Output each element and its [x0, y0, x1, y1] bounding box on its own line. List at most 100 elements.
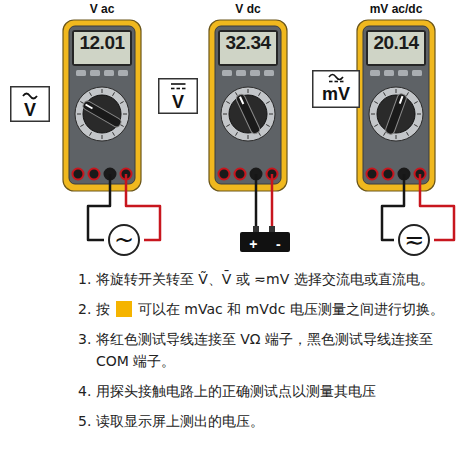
- dial-tick: [113, 132, 115, 135]
- symbol-frame: [313, 71, 360, 108]
- pointer-mark: [240, 97, 243, 104]
- dc-dash: [177, 88, 181, 90]
- dial-tick: [259, 92, 261, 95]
- battery-body: [240, 232, 290, 252]
- symbol-text: V: [158, 78, 198, 113]
- dial-tick: [414, 125, 417, 127]
- knob-pointer: [385, 93, 408, 136]
- function-symbol-box: V: [158, 78, 198, 114]
- instruction-text: 5. 读取显示屏上测出的电压。: [78, 413, 264, 429]
- instruction-text: 可以在 mVac 和 mVdc 电压测量之间进行切换。: [138, 301, 444, 317]
- meter-button: [236, 70, 246, 76]
- display-reading: 12.01: [62, 32, 142, 64]
- mode-heading: mV ac/dc: [356, 2, 436, 18]
- meter-drawing: [62, 2, 142, 192]
- mode-heading: V ac: [62, 2, 142, 18]
- function-symbol-box: V: [10, 86, 50, 122]
- test-lead-wire: [88, 192, 110, 240]
- battery: +-: [240, 226, 290, 252]
- pointer-bar: [82, 100, 123, 129]
- dial-tick: [374, 102, 377, 104]
- dial-tick: [371, 114, 375, 115]
- acdc-source-circle: ≂: [394, 224, 434, 256]
- dial-tick: [223, 114, 227, 115]
- instruction-step: 1. 将旋转开关转至 Ṽ、V̄ 或 ≂mV 选择交流电或直流电。: [78, 268, 468, 290]
- lead-stub: [125, 174, 128, 192]
- instruction-text: 2. 按: [78, 301, 110, 317]
- input-terminal: [73, 169, 84, 180]
- lead-stub: [419, 174, 422, 192]
- dial-tick: [248, 135, 249, 139]
- instruction-step: 4. 用探头接触电路上的正确测试点以测量其电压: [78, 380, 468, 402]
- polarity-mark: +: [249, 236, 257, 252]
- pointer-mark: [400, 96, 403, 104]
- lead-stub: [271, 174, 274, 192]
- lead-stub: [403, 174, 406, 192]
- lead-stub: [109, 174, 112, 192]
- dial-tick: [417, 114, 421, 115]
- meter-button: [384, 70, 394, 76]
- meter-button: [90, 70, 100, 76]
- ac-source-circle: ~: [104, 224, 144, 256]
- multimeter: V ac 12.01: [62, 2, 142, 192]
- yellow-button-swatch: [116, 301, 132, 317]
- dial-tick: [226, 102, 229, 104]
- lead-stub: [255, 174, 258, 192]
- test-lead-wire: [271, 192, 274, 226]
- source-symbol: ≂: [394, 224, 434, 256]
- instruction-list: 1. 将旋转开关转至 Ṽ、V̄ 或 ≂mV 选择交流电或直流电。 2. 按 可以在 …: [78, 268, 468, 440]
- instruction-text: 4. 用探头接触电路上的正确测试点以测量其电压: [78, 383, 376, 399]
- dial-tick: [266, 102, 269, 104]
- dial-tick: [266, 125, 269, 127]
- dial-tick: [414, 102, 417, 104]
- meter-drawing: [356, 2, 436, 192]
- knob-pointer: [235, 93, 261, 135]
- meter-button: [412, 70, 422, 76]
- display-reading: 32.34: [208, 32, 288, 64]
- dial-tick: [80, 125, 83, 127]
- instruction-step: 5. 读取显示屏上测出的电压。: [78, 410, 468, 432]
- instruction-text: 3. 将红色测试导线连接至 VΩ 端子，黑色测试导线连接至 COM 端子。: [78, 331, 433, 369]
- dial-tick: [102, 89, 103, 93]
- dial-tick: [90, 92, 92, 95]
- instruction-step: 2. 按 可以在 mVac 和 mVdc 电压测量之间进行切换。: [78, 298, 468, 320]
- dial-tick: [396, 135, 397, 139]
- symbol-frame: [11, 87, 50, 122]
- dial-tick: [269, 114, 273, 115]
- meter-holster: [357, 20, 435, 191]
- meter-holster: [209, 20, 287, 191]
- dial-tick: [226, 125, 229, 127]
- dial-tick: [407, 92, 409, 95]
- dc-dash: [340, 81, 344, 83]
- dc-bar: [171, 83, 186, 85]
- pointer-bar: [385, 93, 408, 136]
- input-terminal: [235, 169, 246, 180]
- meter-button: [118, 70, 128, 76]
- symbol-text: V: [10, 86, 50, 121]
- dial-tick: [123, 114, 127, 115]
- dial-tick: [384, 92, 386, 95]
- battery-post: [269, 226, 275, 233]
- ac-tilde: [23, 94, 37, 99]
- knob-pointer: [82, 100, 123, 129]
- meter-drawing: [208, 2, 288, 192]
- ac-tilde: [329, 75, 343, 80]
- multimeter: mV ac/dc20.14: [356, 2, 436, 192]
- function-symbol-box: mV: [312, 70, 360, 108]
- meter-button: [104, 70, 114, 76]
- instruction-text: 1. 将旋转开关转至 Ṽ、V̄ 或 ≂mV 选择交流电或直流电。: [78, 271, 434, 287]
- test-lead-wire: [255, 192, 258, 226]
- dial-tick: [77, 114, 81, 115]
- dial-tick: [113, 92, 115, 95]
- input-terminal: [89, 169, 100, 180]
- dial-tick: [102, 135, 103, 139]
- input-terminal: [219, 169, 230, 180]
- dial-tick: [248, 89, 249, 93]
- dial-ring: [369, 87, 423, 141]
- dial-ring: [221, 87, 275, 141]
- mode-heading: V dc: [208, 2, 288, 18]
- dial-tick: [396, 89, 397, 93]
- input-terminal: [367, 169, 378, 180]
- meter-holster: [63, 20, 141, 191]
- dial-tick: [120, 102, 123, 104]
